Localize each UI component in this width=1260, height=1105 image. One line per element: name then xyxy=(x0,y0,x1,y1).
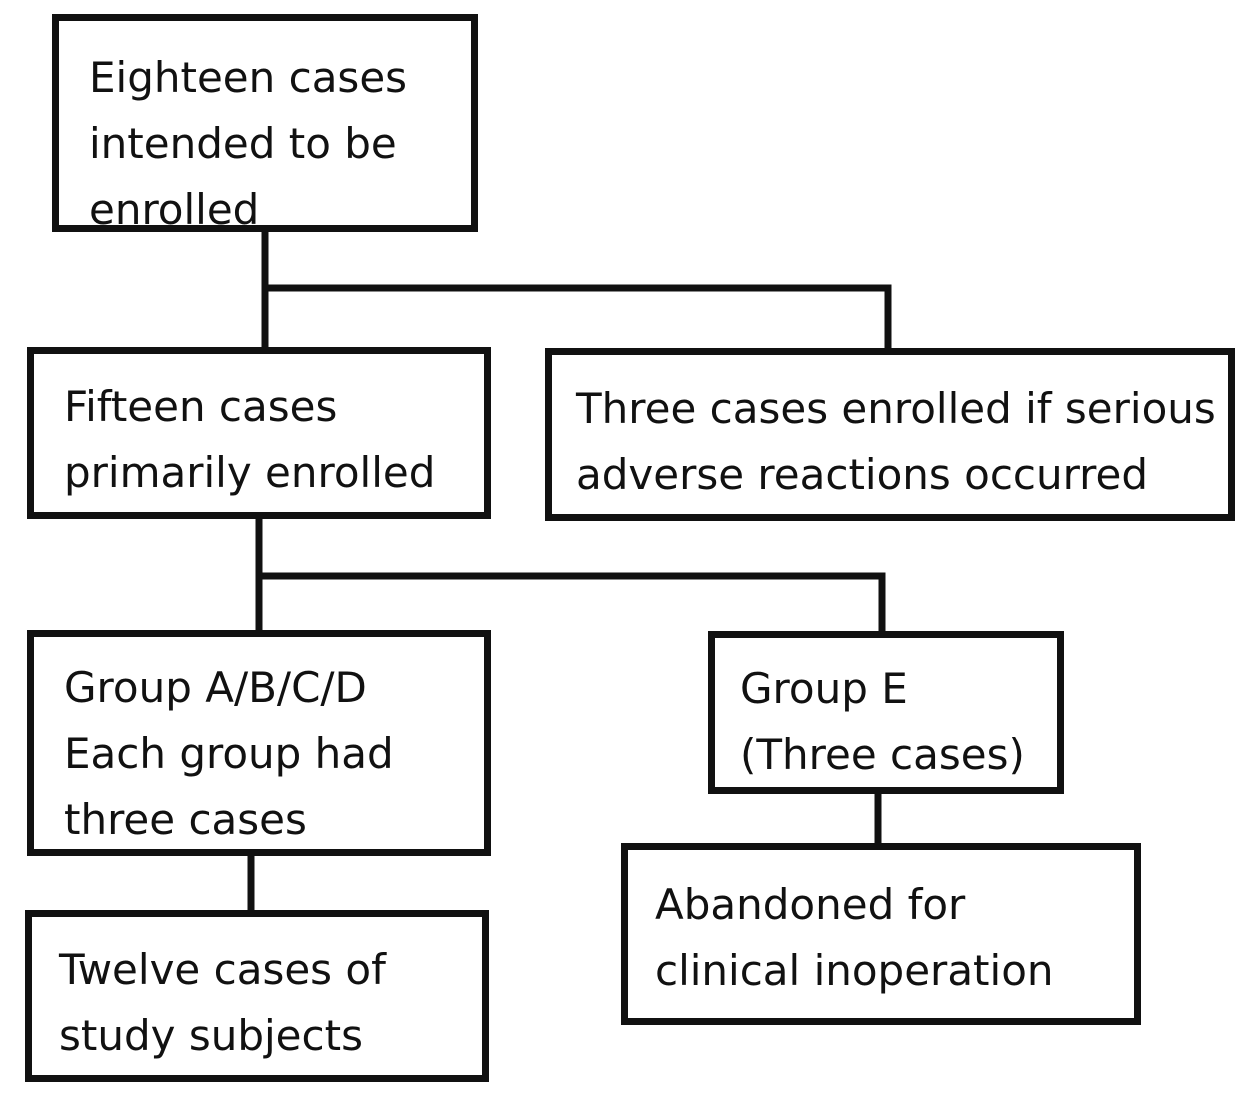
node-text-line: enrolled xyxy=(89,185,260,234)
node-text-line: primarily enrolled xyxy=(64,448,436,497)
node-text-line: Group A/B/C/D xyxy=(64,663,367,712)
node-text-line: intended to be xyxy=(89,119,397,168)
node-three-cases-serious-reactions: Three cases enrolled if serious adverse … xyxy=(545,348,1235,521)
node-group-e: Group E (Three cases) xyxy=(708,631,1064,794)
node-text-line: clinical inoperation xyxy=(655,946,1054,995)
node-text-line: Abandoned for xyxy=(655,880,966,929)
node-fifteen-cases-primarily-enrolled: Fifteen cases primarily enrolled xyxy=(27,347,491,519)
node-abandoned-clinical-inoperation: Abandoned for clinical inoperation xyxy=(621,843,1141,1025)
node-group-e-label: Group E (Three cases) xyxy=(740,656,1025,788)
node-abandoned-label: Abandoned for clinical inoperation xyxy=(655,872,1054,1004)
node-twelve-label: Twelve cases of study subjects xyxy=(59,937,386,1069)
node-twelve-study-subjects: Twelve cases of study subjects xyxy=(25,910,489,1082)
node-text-line: study subjects xyxy=(59,1011,363,1060)
node-fifteen-cases-label: Fifteen cases primarily enrolled xyxy=(64,374,435,506)
node-eighteen-cases-intended: Eighteen cases intended to be enrolled xyxy=(52,14,478,234)
node-text-line: Three cases enrolled if serious xyxy=(576,384,1216,433)
node-text-line: Eighteen cases xyxy=(89,53,408,102)
node-text-line: Twelve cases of xyxy=(59,945,386,994)
node-text-line: Each group had xyxy=(64,729,394,778)
node-three-cases-label: Three cases enrolled if serious adverse … xyxy=(576,376,1216,508)
node-text-line: Fifteen cases xyxy=(64,382,338,431)
node-text-line: three cases xyxy=(64,795,307,844)
node-text-line: adverse reactions occurred xyxy=(576,450,1149,499)
node-group-abcd: Group A/B/C/D Each group had three cases xyxy=(27,630,491,856)
node-text-line: (Three cases) xyxy=(740,730,1025,779)
node-group-abcd-label: Group A/B/C/D Each group had three cases xyxy=(64,655,394,853)
node-text-line: Group E xyxy=(740,664,908,713)
node-eighteen-cases-intended-label: Eighteen cases intended to be enrolled xyxy=(89,45,407,243)
